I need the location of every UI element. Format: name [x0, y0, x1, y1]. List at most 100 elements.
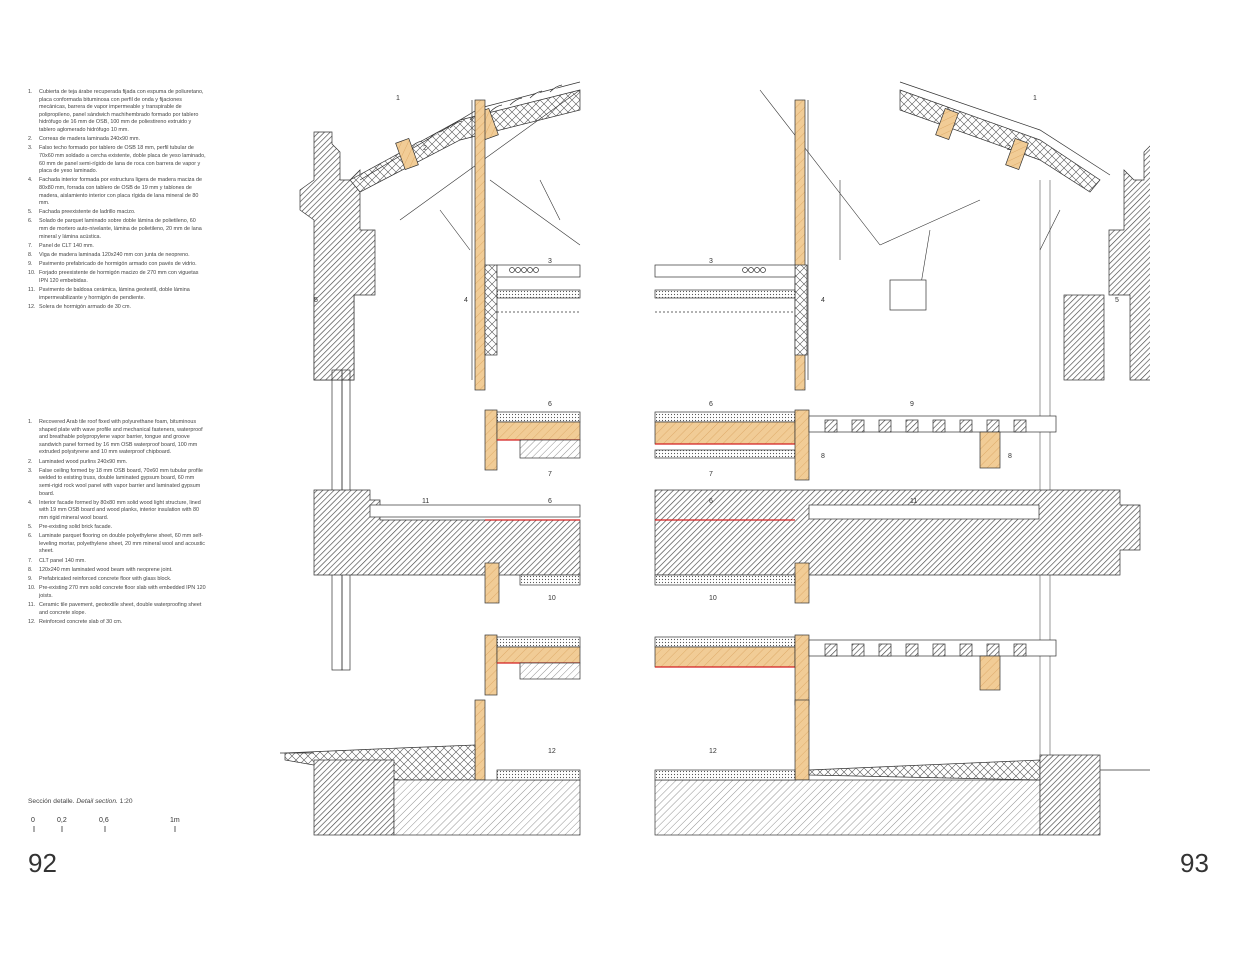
legend-es-item-text: Fachada preexistente de ladrillo macizo.	[39, 209, 136, 216]
legend-en-item-number: 12.	[28, 618, 36, 625]
legend-es-item-4: 4. Fachada interior formada por estructur…	[28, 177, 206, 207]
legend-en-item-text: False ceiling formed by 18 mm OSB board,…	[39, 467, 203, 497]
legend-en-item-text: Laminate parquet flooring on double poly…	[39, 533, 205, 555]
legend-en-item-text: Pre-existing 270 mm solid concrete floor…	[39, 585, 206, 599]
legend-en-item-6: 6. Laminate parquet flooring on double po…	[28, 533, 206, 556]
label-inner-facade-right: 4	[821, 297, 825, 304]
left-section	[280, 81, 581, 836]
legend-en-item-number: 4.	[28, 499, 33, 506]
label-clt-left: 7	[548, 471, 552, 478]
legend-es-item-11: 11.Pavimento de baldosa cerámica, lámina…	[28, 287, 206, 302]
legend-en-item-4: 4. Interior facade formed by 80x80 mm sol…	[28, 500, 206, 523]
legend-en-item-number: 7.	[28, 557, 33, 564]
left-labels: 1 2 3 4 5 6 7 11 6 10 12	[314, 95, 556, 755]
label-slab-right: 10	[709, 595, 717, 602]
legend-en-item-text: Interior facade formed by 80x80 mm solid…	[39, 499, 201, 521]
legend-es-item-6: 6. Solado de parquet laminado sobre doble…	[28, 218, 206, 241]
label-solera-right: 12	[709, 748, 717, 755]
caption-scale: 1:20	[119, 798, 133, 805]
label-parquet2-right: 6	[709, 498, 713, 505]
legend-en-item-10: 10.Pre-existing 270 mm solid concrete fl…	[28, 585, 206, 600]
label-inner-facade-left: 4	[464, 297, 468, 304]
label-brick-left: 5	[314, 297, 318, 304]
legend-es-item-text: Solera de hormigón armado de 30 cm.	[39, 303, 131, 310]
legend-en-item-text: Ceramic tile pavement, geotextile sheet,…	[39, 602, 202, 616]
legend-en-item-12: 12.Reinforced concrete slab of 30 cm.	[28, 619, 206, 627]
legend-es-item-7: 7. Panel de CLT 140 mm.	[28, 243, 206, 251]
legend-es-item-9: 9. Pavimento prefabricado de hormigón arm…	[28, 261, 206, 269]
legend-en-item-5: 5. Pre-existing solid brick facade.	[28, 524, 206, 532]
legend-en-item-number: 5.	[28, 524, 33, 531]
legend-es-item-number: 10.	[28, 270, 36, 277]
scale-tick-3: 1m	[170, 817, 180, 824]
legend-en-item-number: 9.	[28, 576, 33, 583]
label-beam2-right: 8	[1008, 453, 1012, 460]
scale-tick-2: 0,6	[99, 817, 109, 824]
legend-es-item-1: 1. Cubierta de teja árabe recuperada fija…	[28, 89, 206, 135]
label-ceiling-right: 3	[709, 258, 713, 265]
legend-es-item-number: 4.	[28, 177, 33, 184]
right-labels: 1 2 3 4 5 6 9 8 8 7 6 11 10 12	[709, 95, 1119, 755]
label-purlin-left: 2	[423, 145, 427, 152]
label-parquet-left: 6	[548, 401, 552, 408]
label-ceiling-left: 3	[548, 258, 552, 265]
section-caption: Sección detalle. Detail section. 1:20	[28, 798, 133, 805]
legend-es-item-number: 12.	[28, 303, 36, 310]
legend-en-item-2: 2.Laminated wood purlins 240x90 mm.	[28, 459, 206, 467]
legend-es-item-text: Falso techo formado por tablero de OSB 1…	[39, 145, 206, 175]
caption-english: Detail section.	[76, 798, 118, 805]
scale-bar: 0 0,2 0,6 1m	[31, 817, 180, 832]
legend-en-item-number: 2.	[28, 458, 33, 465]
legend-es-item-text: Panel de CLT 140 mm.	[39, 242, 94, 249]
detail-section-drawing: 1 2 3 4 5 6 7 11 6 10 12	[280, 81, 1150, 836]
legend-es-item-number: 1.	[28, 89, 33, 95]
legend-es-item-5: 5. Fachada preexistente de ladrillo maciz…	[28, 209, 206, 217]
label-glass-right: 9	[910, 401, 914, 408]
caption-spanish: Sección detalle.	[28, 798, 75, 805]
label-beam-right: 8	[821, 453, 825, 460]
legend-en-item-text: Pre-existing solid brick facade.	[39, 524, 113, 531]
legend-en-item-number: 11.	[28, 602, 36, 608]
legend-es-item-2: 2.Correas de madera laminada 240x90 mm.	[28, 136, 206, 144]
label-brick-right: 5	[1115, 297, 1119, 304]
legend-en-item-1: 1.Recovered Arab tile roof fixed with po…	[28, 419, 206, 457]
label-roof-right: 1	[1033, 95, 1037, 102]
legend-es-item-text: Correas de madera laminada 240x90 mm.	[39, 136, 140, 143]
label-purlin-right: 2	[1007, 145, 1011, 152]
legend-es-item-number: 6.	[28, 218, 33, 225]
label-roof-left: 1	[396, 95, 400, 102]
legend-es-item-10: 10.Forjado preexistente de hormigón maci…	[28, 270, 206, 285]
legend-es-item-text: Fachada interior formada por estructura …	[39, 177, 202, 207]
legend-es-item-text: Pavimento prefabricado de hormigón armad…	[39, 261, 197, 268]
legend-es-item-text: Solado de parquet laminado sobre doble l…	[39, 218, 202, 240]
legend-es-item-text: Cubierta de teja árabe recuperada fijada…	[39, 89, 204, 133]
right-section	[654, 81, 1150, 836]
legend-es-item-number: 5.	[28, 209, 33, 216]
label-slab-left: 10	[548, 595, 556, 602]
legend-es-item-text: Viga de madera laminada 120x240 mm con j…	[39, 252, 190, 259]
label-clt-right: 7	[709, 471, 713, 478]
legend-en-item-3: 3. False ceiling formed by 18 mm OSB boar…	[28, 468, 206, 498]
label-parquet2-left: 6	[548, 498, 552, 505]
legend-en-item-number: 6.	[28, 533, 33, 540]
legend-en-item-8: 8.120x240 mm laminated wood beam with ne…	[28, 567, 206, 575]
legend-es-item-12: 12.Solera de hormigón armado de 30 cm.	[28, 304, 206, 312]
legend-es-item-number: 7.	[28, 242, 33, 249]
label-ceramic-right: 11	[910, 498, 917, 505]
label-ceramic-left: 11	[422, 498, 429, 505]
legend-es-item-3: 3. Falso techo formado por tablero de OSB…	[28, 145, 206, 175]
legend-es-item-text: Forjado preexistente de hormigón macizo …	[39, 270, 199, 284]
legend-es-item-number: 9.	[28, 261, 33, 268]
legend-en-item-number: 3.	[28, 467, 33, 474]
legend-en-item-number: 10.	[28, 585, 36, 592]
legend-es-item-8: 8.Viga de madera laminada 120x240 mm con…	[28, 252, 206, 260]
legend-english: 1.Recovered Arab tile roof fixed with po…	[28, 419, 206, 628]
label-parquet-right: 6	[709, 401, 713, 408]
legend-en-item-9: 9.Prefabricated reinforced concrete floo…	[28, 576, 206, 584]
legend-en-item-number: 1.	[28, 419, 33, 425]
legend-en-item-number: 8.	[28, 566, 33, 573]
label-solera-left: 12	[548, 748, 556, 755]
legend-spanish: 1. Cubierta de teja árabe recuperada fija…	[28, 89, 206, 313]
legend-en-item-7: 7.CLT panel 140 mm.	[28, 558, 206, 566]
legend-es-item-number: 3.	[28, 145, 33, 152]
